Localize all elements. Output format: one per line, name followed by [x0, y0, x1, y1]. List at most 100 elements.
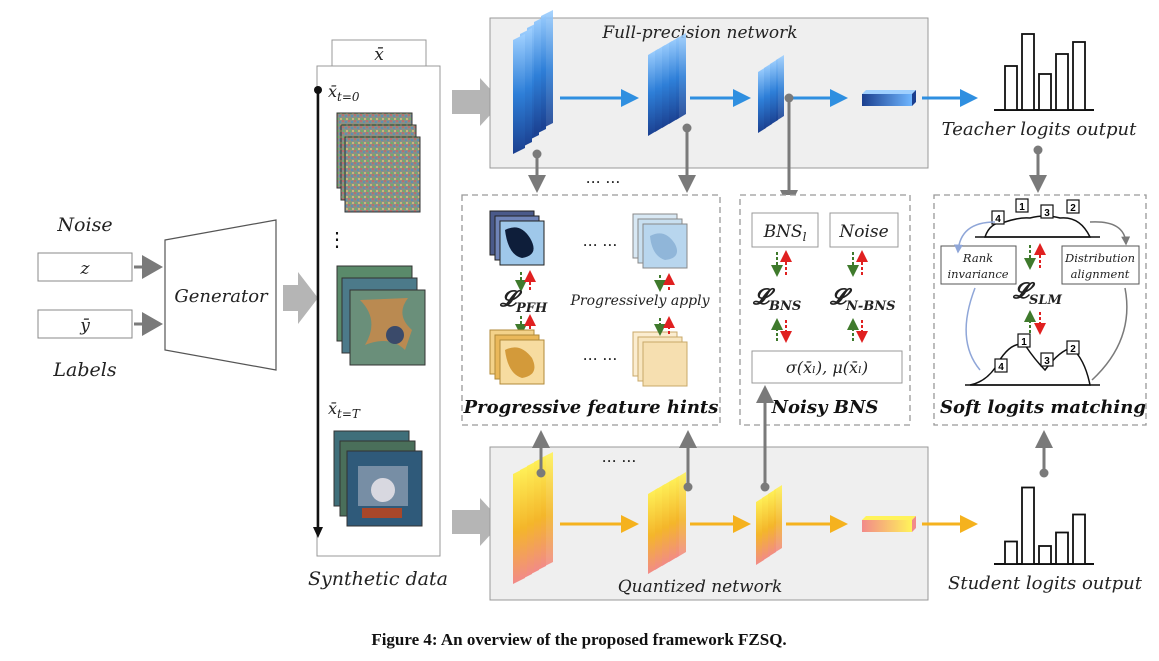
figure-caption: Figure 4: An overview of the proposed fr… — [371, 630, 786, 649]
rank-top-badge-label: 3 — [1044, 208, 1050, 219]
student-taps — [532, 385, 1053, 492]
student-fc-layer — [862, 516, 916, 532]
rank-invariance-line2: invariance — [947, 267, 1008, 281]
pfh-teacher-feature-2 — [632, 213, 688, 269]
student-logit-bar — [1055, 531, 1069, 565]
bns-noise-label: Noise — [838, 222, 888, 242]
rank-top-badge-label: 2 — [1070, 203, 1076, 214]
teacher-layer-1 — [513, 10, 553, 154]
teacher-panel — [489, 17, 929, 169]
rank-bottom-badge — [1017, 333, 1031, 348]
labels-title: Labels — [52, 359, 116, 381]
student-output-label: Student logits output — [948, 573, 1143, 594]
slm-title: Soft logits matching — [940, 397, 1146, 418]
rank-bottom-badge-label: 2 — [1070, 344, 1076, 355]
tT-label: x̄t=T — [328, 399, 361, 421]
rank-bottom-badge-label: 3 — [1044, 356, 1050, 367]
dist-top-connector — [1089, 221, 1131, 246]
rank-bottom-badge — [994, 358, 1008, 373]
noise-variable: z — [80, 259, 91, 279]
teacher-title: Full-precision network — [601, 23, 797, 43]
rank-bottom-badge — [1066, 340, 1080, 355]
distribution-alignment-box — [1061, 245, 1140, 285]
labels-input-box — [37, 309, 133, 339]
soft-logits-matching-box: 4 1 3 2 4 1 3 2 Rank invariance Distribution a… — [933, 194, 1147, 426]
generator-label: Generator — [174, 286, 269, 307]
teacher-logit-bar — [1055, 53, 1069, 111]
pfh-student-feature-2 — [632, 331, 688, 387]
rank-top-badge — [1040, 204, 1054, 219]
rank-bottom-connector — [965, 287, 981, 371]
student-logit-bar — [1021, 486, 1035, 565]
pfh-dots-bottom: … … — [583, 346, 618, 364]
teacher-logit-bar — [1072, 41, 1086, 111]
final-image-3 — [346, 450, 423, 527]
bns-l-box — [751, 212, 819, 248]
distribution-alignment-line2: alignment — [1071, 267, 1130, 281]
bns-stats: σ(x̄ₗ), μ(x̄ₗ) — [786, 358, 868, 377]
teacher-layer-3 — [758, 55, 784, 133]
rank-invariance-line1: Rank — [962, 251, 993, 265]
synthetic-header-box — [331, 39, 427, 67]
bns-stats-box — [751, 350, 903, 384]
bns-noise-box — [829, 212, 899, 248]
labels-variable: ȳ — [79, 316, 90, 336]
teacher-logit-bar — [1038, 73, 1052, 111]
inputs-group: Noise z ȳ Labels Generator — [37, 214, 318, 381]
rank-bottom-badge-label: 4 — [998, 362, 1004, 373]
noise-image-3 — [344, 136, 421, 213]
pfh-teacher-feature-1 — [489, 210, 545, 266]
noise-title: Noise — [56, 214, 112, 236]
student-logits-histogram — [994, 486, 1094, 565]
pfh-student-feature-1 — [489, 329, 545, 385]
synthetic-ellipsis: ⋮ — [327, 227, 347, 251]
rank-top-badge-label: 1 — [1019, 202, 1025, 213]
student-layer-2 — [648, 472, 686, 574]
pfh-dots-top: … … — [583, 232, 618, 250]
t0-label: x̄t=0 — [328, 82, 360, 104]
rank-top-badge-label: 4 — [995, 214, 1001, 225]
student-logit-bar — [1038, 545, 1052, 565]
rank-top-connector — [954, 221, 996, 254]
rank-badges-bottom: 4 1 3 2 — [994, 333, 1080, 373]
student-network: … … Quantized ne — [489, 446, 978, 601]
distribution-alignment-line1: Distribution — [1064, 251, 1135, 265]
teacher-taps — [528, 93, 1047, 208]
rank-invariance-box — [940, 245, 1017, 285]
teacher-output-label: Teacher logits output — [942, 119, 1137, 140]
noise-input-box — [37, 252, 133, 282]
synthetic-data-panel: x̄ x̄t=0 ⋮ x̄t=T Synthetic data — [308, 39, 502, 590]
timeline-arrowhead — [313, 527, 323, 538]
teacher-layer-2 — [648, 33, 686, 136]
rank-bottom-badge — [1040, 352, 1054, 367]
bns-l-label: BNSl — [763, 222, 807, 244]
student-logit-bar — [1004, 540, 1018, 565]
teacher-fc-layer — [862, 90, 916, 106]
rank-top-badge — [1066, 199, 1080, 214]
student-layer-1 — [513, 452, 553, 584]
teacher-logit-bar — [1021, 33, 1035, 111]
generator-block — [164, 219, 277, 371]
teacher-network: Full-precision network — [489, 10, 978, 187]
rank-bottom-badge-label: 1 — [1021, 337, 1027, 348]
teacher-dots: … … — [586, 169, 621, 187]
bns-title: Noisy BNS — [771, 397, 879, 418]
dist-bottom-connector — [1091, 287, 1128, 381]
synthetic-header: x̄ — [374, 45, 384, 65]
mid-image-3 — [349, 289, 426, 366]
student-dots: … … — [602, 448, 637, 466]
pfh-title: Progressive feature hints — [463, 397, 719, 418]
generator-to-data-arrow — [283, 272, 318, 324]
student-title: Quantized network — [618, 577, 783, 597]
synthetic-caption: Synthetic data — [308, 568, 448, 590]
teacher-logit-bar — [1004, 65, 1018, 111]
student-layer-3 — [756, 485, 782, 565]
student-logit-bar — [1072, 513, 1086, 565]
rank-badges-top: 4 1 3 2 — [991, 198, 1080, 225]
progressive-feature-hints-box: … … 𝓛PFH Progressively apply … … Pro — [461, 194, 721, 426]
teacher-logits-histogram — [994, 33, 1094, 111]
pfh-apply-label: Progressively apply — [569, 293, 710, 309]
timeline-start-dot — [314, 86, 322, 94]
rank-top-badge — [1015, 198, 1029, 213]
